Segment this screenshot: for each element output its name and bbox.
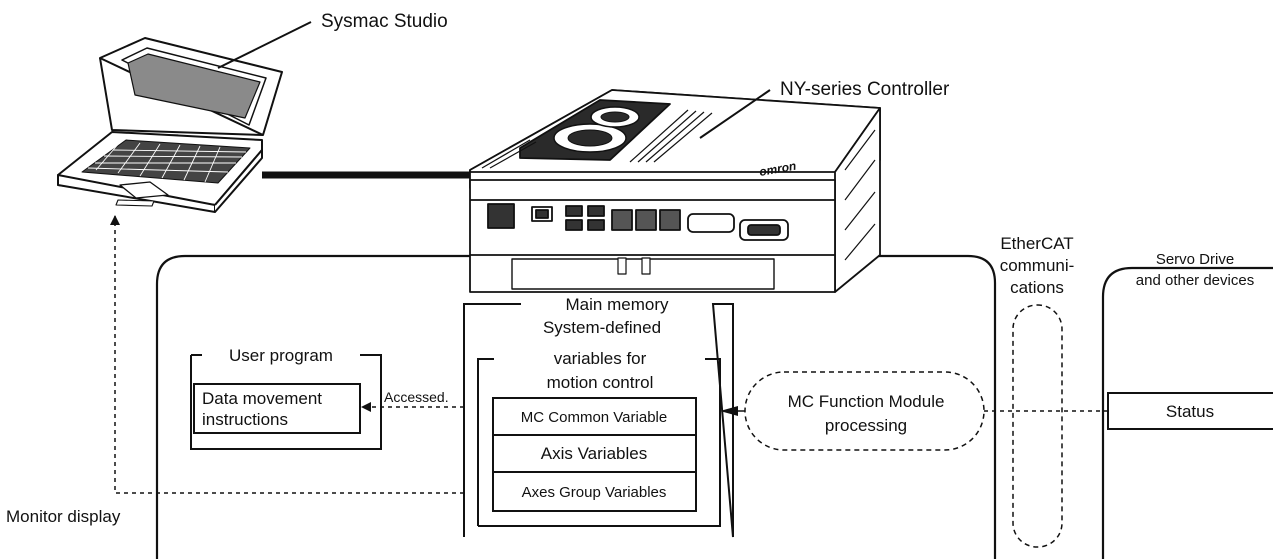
ny-controller-icon: omron: [469, 89, 881, 293]
omron-logo: omron: [758, 159, 797, 179]
status-label: Status: [1166, 402, 1214, 421]
axes-group-variables-label: Axes Group Variables: [522, 484, 667, 501]
servo-drive-label-line2: and other devices: [1136, 272, 1254, 289]
system-defined-label-line1: System-defined: [543, 318, 661, 337]
main-memory-box: [463, 303, 734, 538]
mc-function-module-label-line1: MC Function Module: [788, 392, 945, 411]
data-movement-label-line2: instructions: [202, 410, 288, 429]
servo-drive-label-line1: Servo Drive: [1156, 251, 1234, 268]
system-defined-label-line3: motion control: [547, 373, 654, 392]
laptop-icon: [57, 37, 283, 213]
main-memory-label: Main memory: [566, 295, 669, 314]
monitor-display-label: Monitor display: [6, 507, 121, 526]
mc-function-module-box: [744, 371, 985, 451]
data-movement-label-line1: Data movement: [202, 389, 322, 408]
mc-function-module-label-line2: processing: [825, 416, 907, 435]
ethercat-label-line3: cations: [1010, 278, 1064, 297]
user-program-box: [190, 354, 382, 450]
sysmac-leader-line: [217, 21, 312, 69]
controller-boundary: [155, 254, 997, 559]
system-defined-label-line2: variables for: [554, 349, 647, 368]
ethercat-label-line2: communi-: [1000, 256, 1075, 275]
servo-drive-boundary: [1101, 266, 1273, 559]
controller-leader-line: [699, 89, 771, 139]
module-to-memory-arrowhead: [720, 406, 738, 416]
user-program-label: User program: [229, 346, 333, 365]
sysmac-studio-label: Sysmac Studio: [321, 11, 448, 32]
ethercat-label-line1: EtherCAT: [1000, 234, 1073, 253]
accessed-label: Accessed.: [384, 389, 449, 405]
mc-common-variable-label: MC Common Variable: [521, 409, 667, 426]
axis-variables-label: Axis Variables: [541, 444, 647, 463]
ethercat-capsule: [1012, 304, 1063, 548]
ny-controller-label: NY-series Controller: [780, 79, 950, 100]
